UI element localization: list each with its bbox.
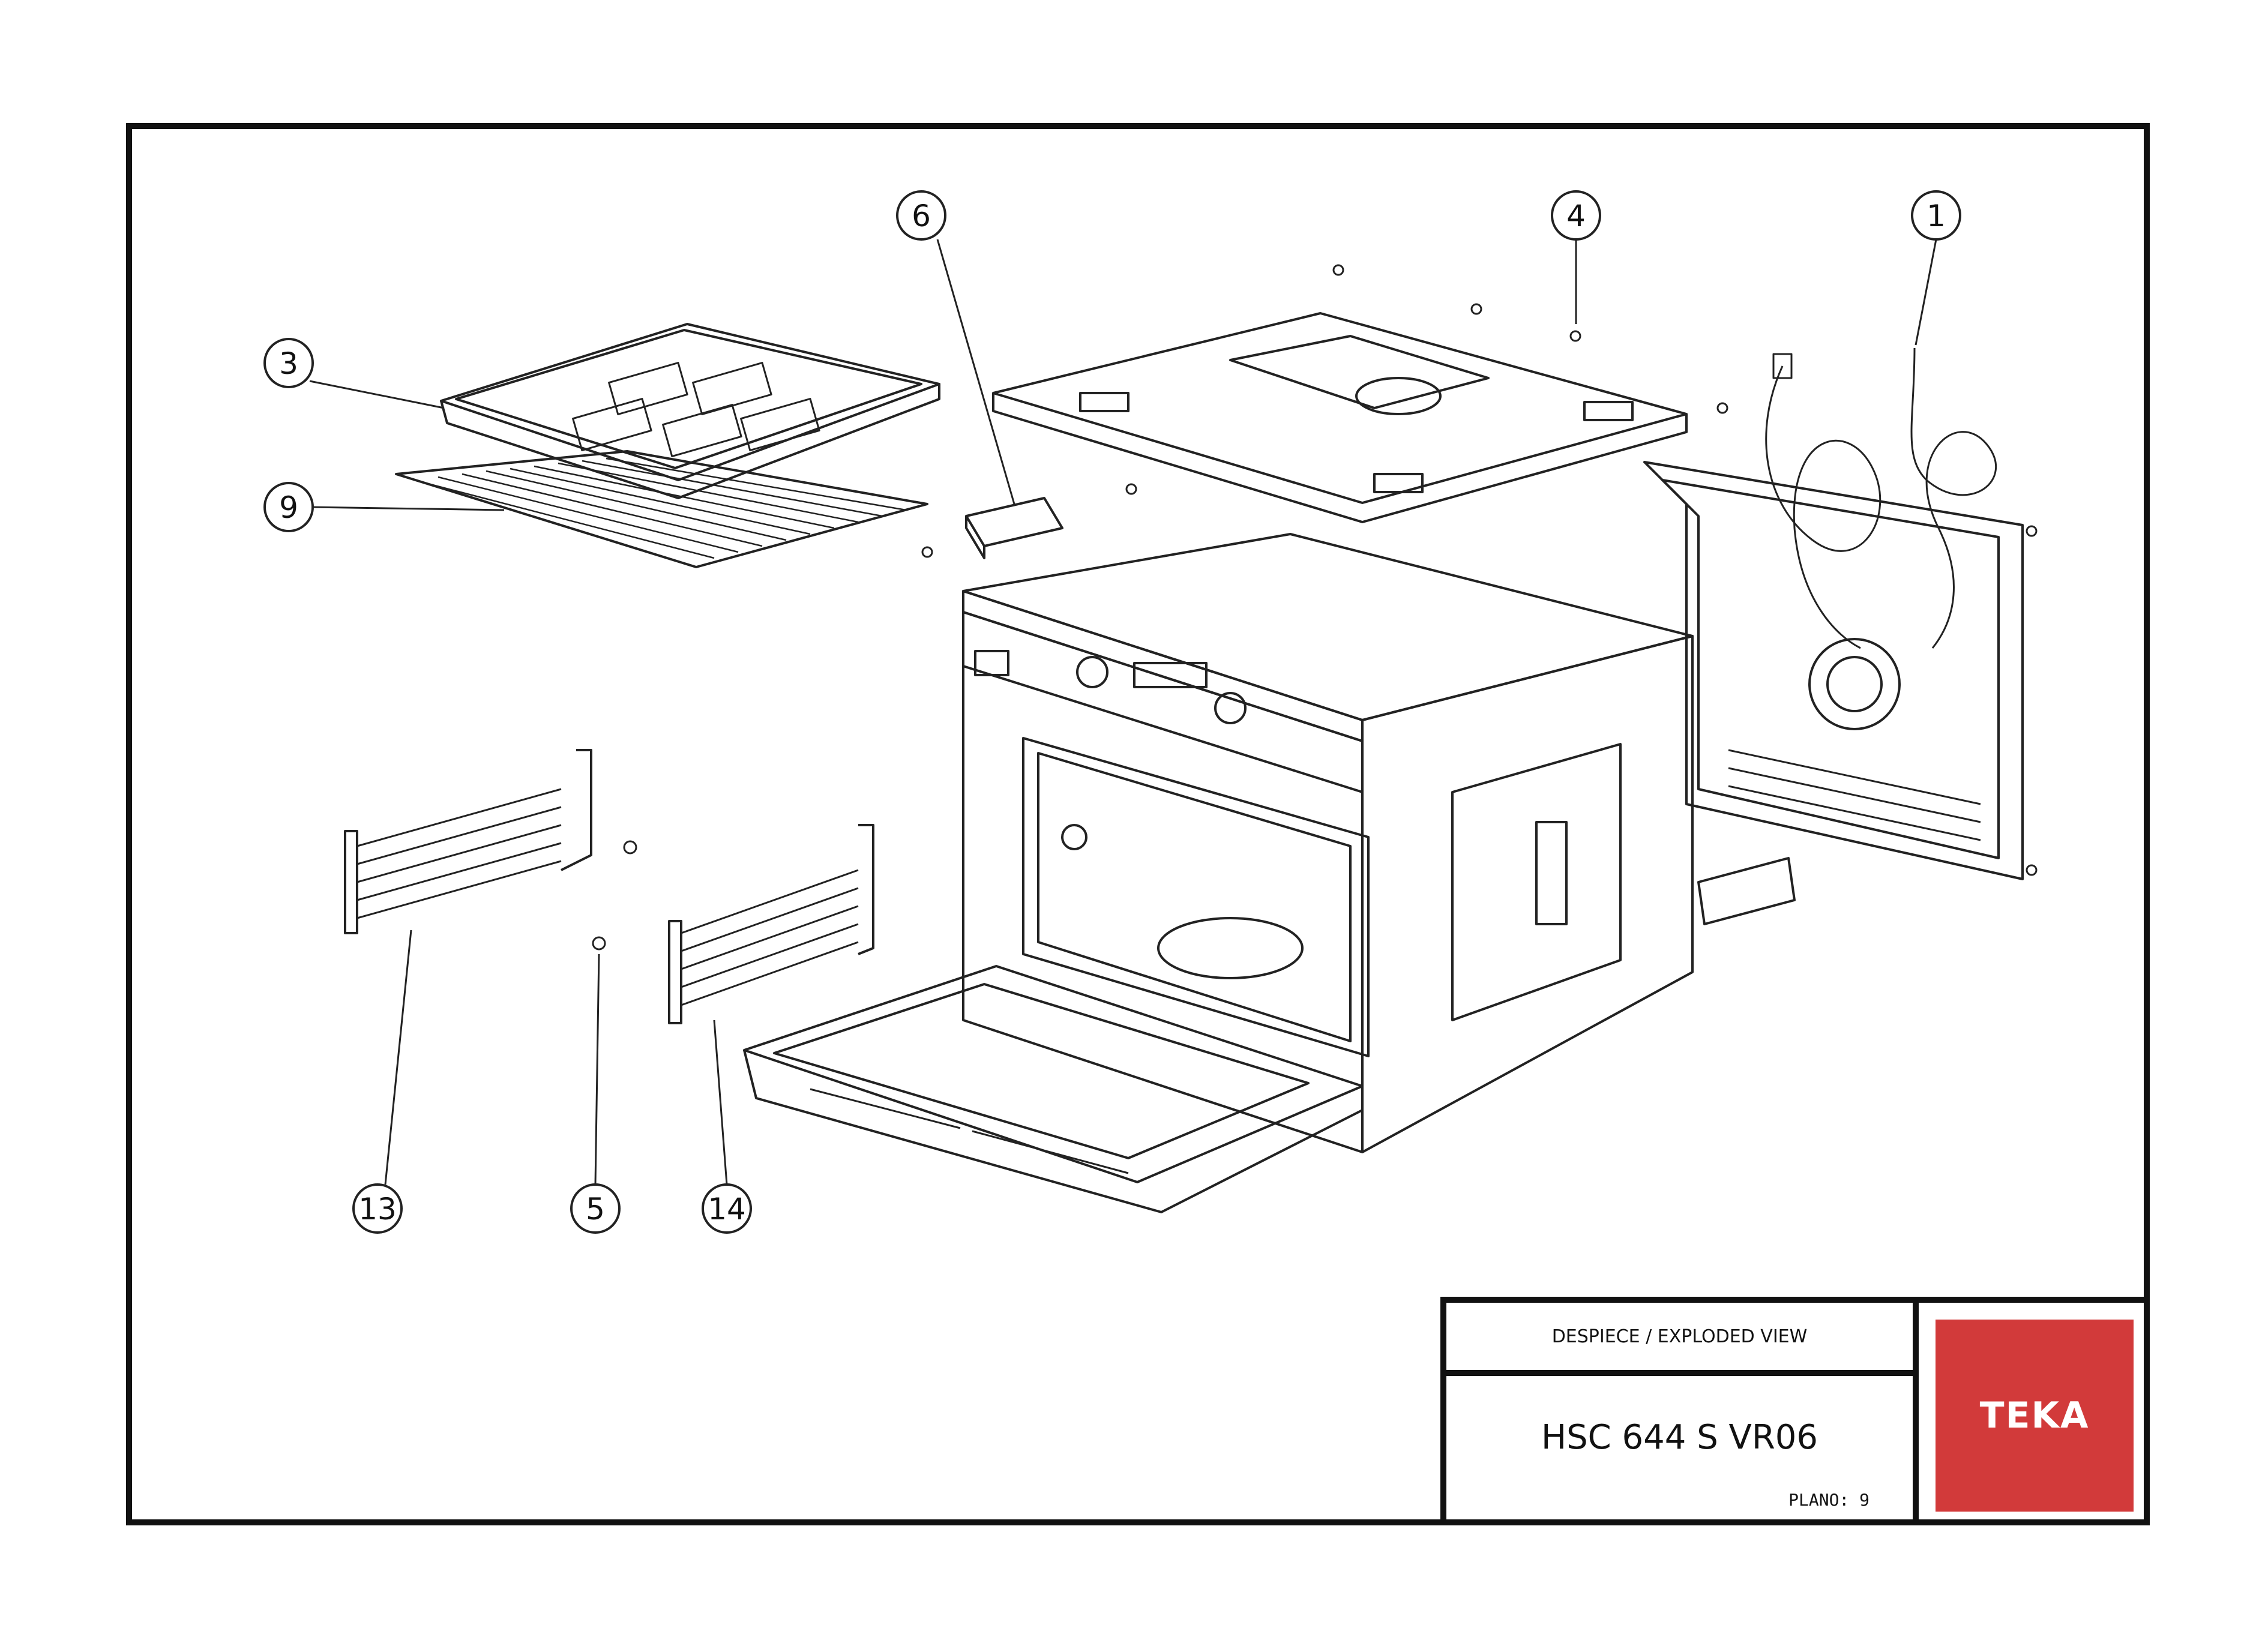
back-panel [1643, 461, 2024, 880]
handle-part [965, 497, 1063, 559]
callout-3: 3 [263, 338, 314, 388]
callout-9: 9 [263, 482, 314, 532]
screws [592, 264, 2038, 951]
oven-body [962, 533, 1694, 1153]
callout-6-label: 6 [912, 199, 931, 233]
callout-5-label: 5 [586, 1192, 605, 1227]
callout-13: 13 [352, 1183, 403, 1234]
wire-rack [395, 450, 928, 568]
plano-number: PLANO: 9 [1788, 1490, 1869, 1510]
teka-logo: TEKA [1936, 1320, 2134, 1512]
title-block-model-cell: HSC 644 S VR06 PLANO: 9 [1440, 1370, 1919, 1525]
callout-4-label: 4 [1566, 199, 1586, 233]
callout-5: 5 [570, 1183, 621, 1234]
callout-9-label: 9 [279, 490, 298, 525]
power-cables [1765, 347, 1997, 649]
callout-14: 14 [702, 1183, 752, 1234]
baking-tray [440, 323, 940, 499]
oven-door-open [743, 965, 1364, 1213]
side-rack-right [668, 824, 874, 1024]
title-block-description: DESPIECE / EXPLODED VIEW [1440, 1297, 1919, 1376]
drawing-frame [126, 123, 2150, 1525]
teka-logo-text: TEKA [1979, 1395, 2090, 1437]
callout-14-label: 14 [708, 1192, 746, 1227]
callout-1-label: 1 [1927, 199, 1946, 233]
callout-13-label: 13 [358, 1192, 397, 1227]
callout-3-label: 3 [279, 346, 298, 381]
callout-1: 1 [1911, 190, 1961, 241]
logo-cell: TEKA [1913, 1297, 2150, 1525]
callout-4: 4 [1551, 190, 1601, 241]
oven-door-window [1022, 737, 1370, 1057]
leader-lines [309, 239, 1937, 1185]
side-bracket [1697, 857, 1796, 925]
top-cover-plate [992, 312, 1688, 523]
title-block: DESPIECE / EXPLODED VIEW HSC 644 S VR06 … [1440, 1297, 2150, 1525]
callout-6: 6 [896, 190, 946, 241]
model-name: HSC 644 S VR06 [1541, 1418, 1818, 1457]
side-rack-left [344, 749, 592, 934]
